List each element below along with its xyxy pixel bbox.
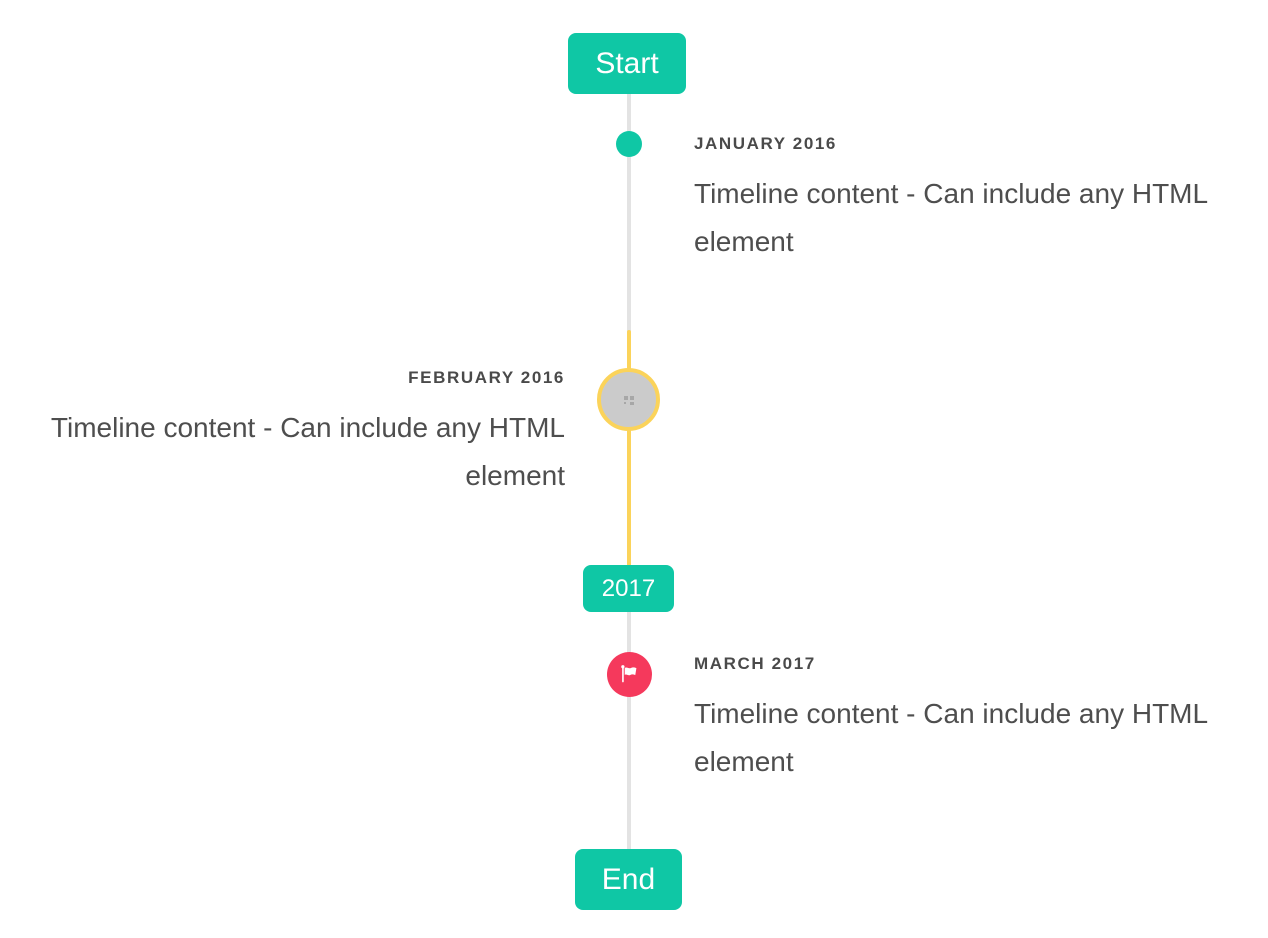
entry-title: MARCH 2017	[694, 654, 816, 673]
timeline-flag-marker	[607, 652, 652, 697]
entry-content: Timeline content - Can include any HTML …	[50, 412, 565, 491]
period-badge-end: End	[575, 849, 682, 910]
timeline-line-highlight	[627, 330, 631, 567]
timeline-entry: MARCH 2017 Timeline content - Can includ…	[694, 654, 1224, 786]
flag-icon	[618, 663, 641, 686]
period-badge-year: 2017	[583, 565, 674, 612]
timeline-dot-marker	[616, 131, 642, 157]
timeline-entry: FEBRUARY 2016 Timeline content - Can inc…	[35, 368, 565, 500]
broken-image-icon	[621, 393, 637, 407]
timeline-image-bullet	[597, 368, 660, 431]
entry-content: Timeline content - Can include any HTML …	[694, 698, 1208, 777]
timeline-entry: JANUARY 2016 Timeline content - Can incl…	[694, 134, 1224, 266]
entry-title: JANUARY 2016	[694, 134, 837, 153]
entry-title: FEBRUARY 2016	[408, 368, 565, 387]
period-badge-start: Start	[568, 33, 686, 94]
entry-content: Timeline content - Can include any HTML …	[694, 178, 1208, 257]
